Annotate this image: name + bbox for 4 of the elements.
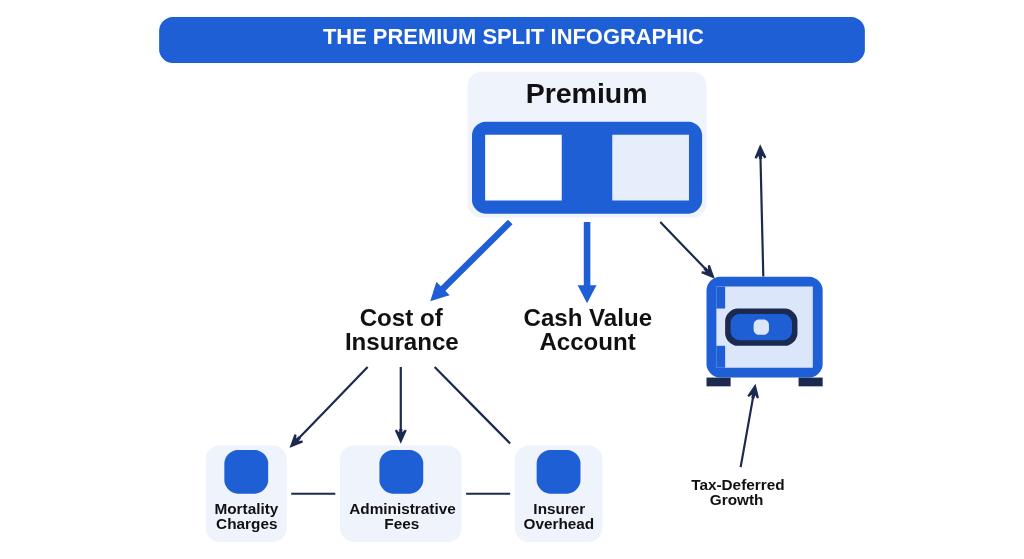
node-text: Tax-Deferred Growth xyxy=(691,475,785,508)
node-text: Cash Value Account xyxy=(523,303,653,355)
diagram-title: THE PREMIUM SPLIT INFOGRAPHIC xyxy=(322,24,704,50)
node-text: Cost of Insurance xyxy=(344,303,459,355)
